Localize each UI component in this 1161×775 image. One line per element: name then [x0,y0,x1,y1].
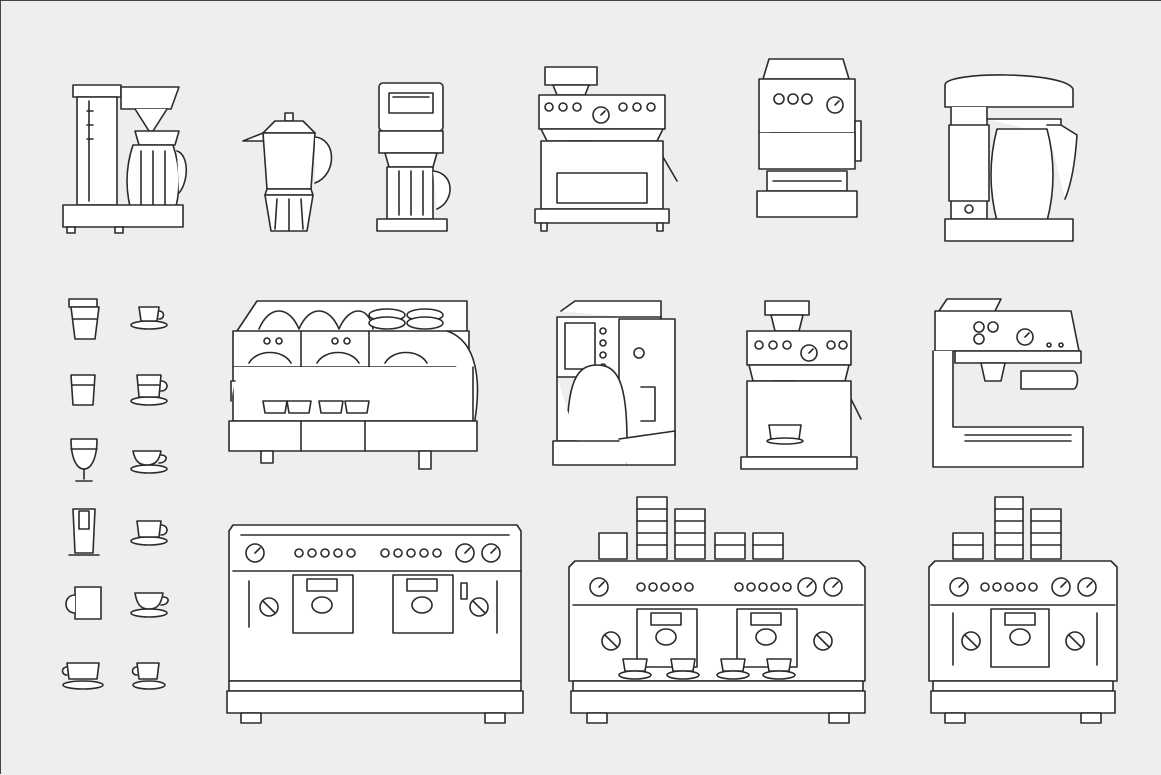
goblet-glass-icon [70,438,98,482]
batch-brewer-icon [376,82,451,232]
moka-pot-icon [242,112,333,232]
home-espresso-machine-icon [756,58,862,218]
teacup-icon [130,450,168,474]
compact-espresso-machine-icon [928,496,1118,724]
espresso-cup-icon [130,306,168,330]
cappuccino-cup-icon [130,374,168,406]
three-group-espresso-machine-icon [228,300,479,470]
small-cup-icon [131,662,166,690]
drip-coffee-maker-icon [62,84,188,234]
flat-white-cup-icon [130,520,168,546]
takeaway-cup-icon [68,298,100,340]
wide-cup-icon [61,662,104,690]
bean-to-cup-machine-icon [552,300,676,466]
latte-glass-icon [68,508,100,556]
mug-icon [65,586,102,620]
carafe-coffee-maker-icon [944,74,1078,242]
wall-espresso-machine-icon [932,298,1084,468]
espresso-grinder-machine-icon [534,66,678,232]
two-group-espresso-machine-icon [226,524,524,724]
latte-cup-icon [130,592,169,618]
grinder-espresso-machine-icon [740,300,862,470]
tumbler-glass-icon [70,374,96,406]
four-cup-espresso-machine-icon [568,496,866,724]
